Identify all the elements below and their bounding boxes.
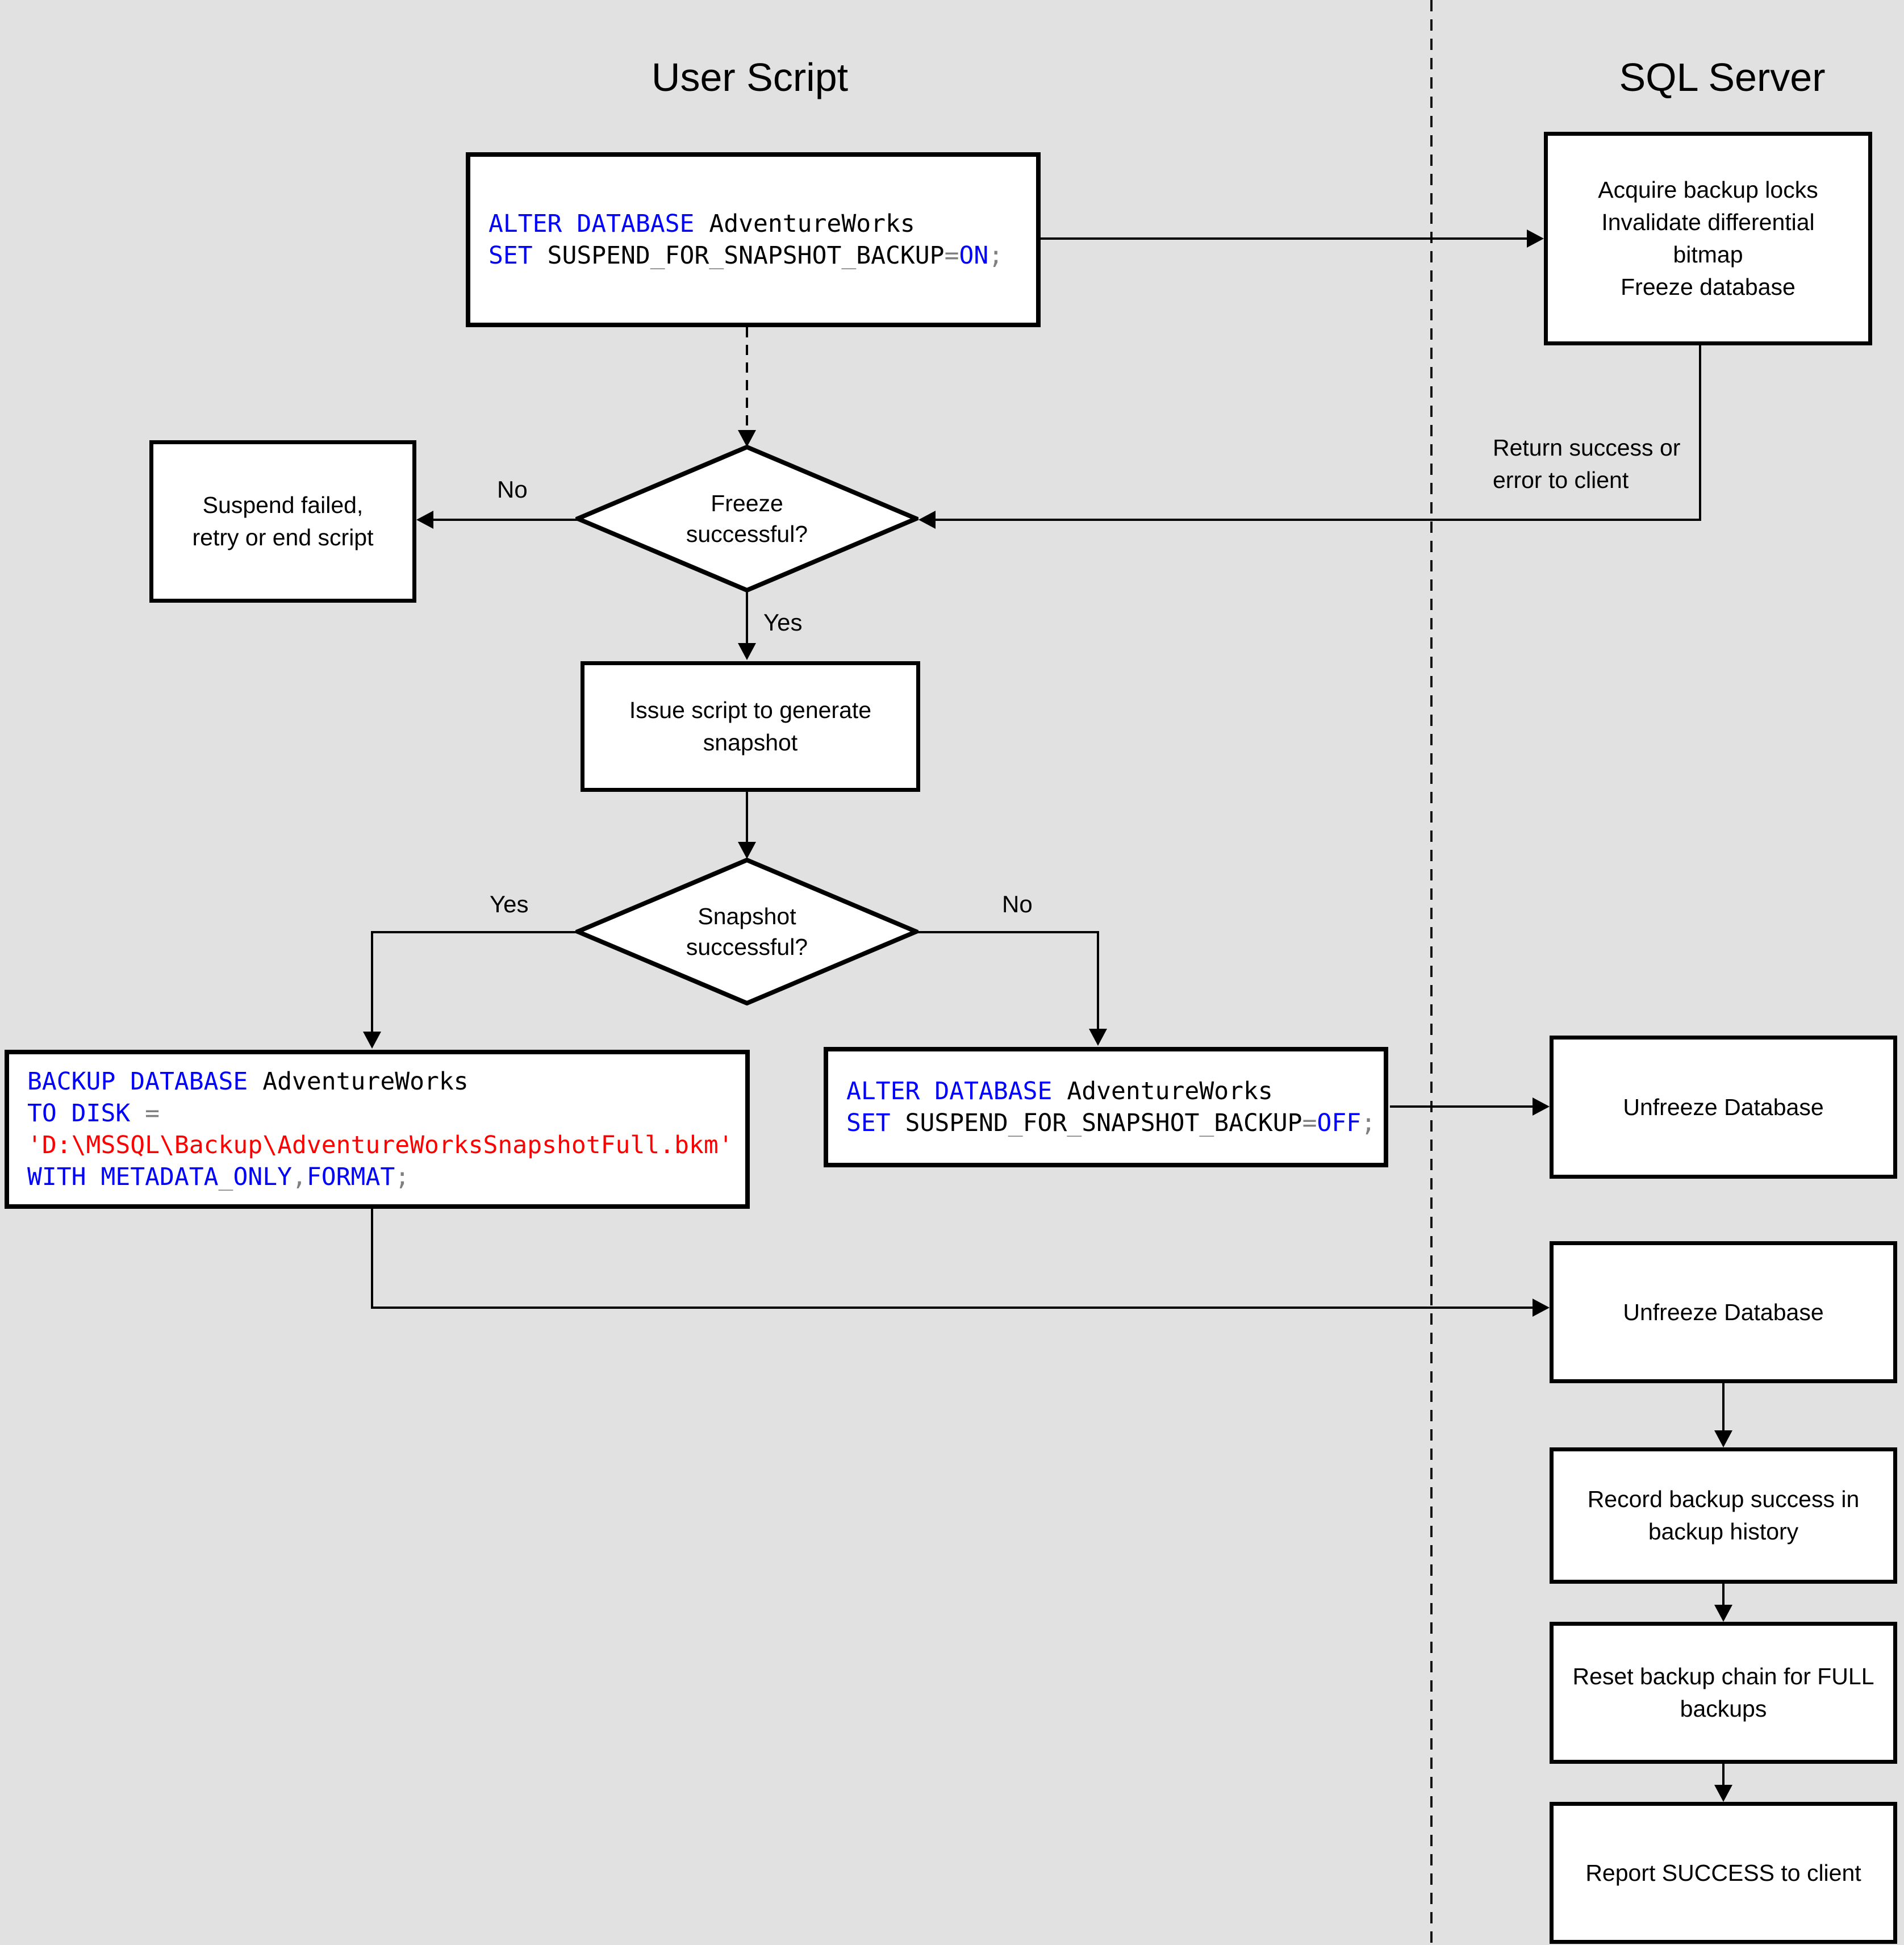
code-line: SET SUSPEND_FOR_SNAPSHOT_BACKUP=ON; <box>488 241 1004 270</box>
connector-snapshot-yes-vertical-line <box>371 931 373 1032</box>
arrowhead-left-icon <box>918 511 936 529</box>
connector-freeze-no-line <box>433 519 578 521</box>
connector-alter-on-to-freeze-dashed-line <box>746 327 748 427</box>
label-line: error to client <box>1493 467 1629 493</box>
connector-acquire-to-freeze-horizontal-line <box>936 519 1701 521</box>
unfreeze-database-box-2: Unfreeze Database <box>1550 1241 1897 1383</box>
connector-acquire-to-freeze-vertical-line <box>1699 345 1701 521</box>
suspend-failed-retry-box: Suspend failed, retry or end script <box>149 440 416 603</box>
backup-database-metadata-only-code-box: BACKUP DATABASE AdventureWorks TO DISK =… <box>5 1050 750 1209</box>
connector-freeze-yes-line <box>746 591 748 643</box>
lane-separator-dashed-line <box>1430 0 1433 1945</box>
arrowhead-down-icon <box>1714 1605 1732 1622</box>
freeze-successful-decision: Freeze successful? <box>575 445 918 592</box>
snapshot-successful-decision: Snapshot successful? <box>575 858 918 1005</box>
box-text-line: bitmap <box>1673 241 1743 268</box>
arrowhead-right-icon <box>1533 1097 1550 1116</box>
decision-text-line: Freeze <box>711 490 783 516</box>
reset-backup-chain-box: Reset backup chain for FULL backups <box>1550 1622 1897 1764</box>
label-line: Return success or <box>1493 435 1681 461</box>
arrowhead-down-icon <box>738 430 756 447</box>
arrowhead-left-icon <box>416 511 433 529</box>
decision-diamond-shape <box>575 445 918 592</box>
decision-text: Freeze successful? <box>575 445 918 592</box>
issue-script-generate-snapshot-box: Issue script to generate snapshot <box>581 661 920 792</box>
box-text-line: Report SUCCESS to client <box>1585 1859 1861 1886</box>
box-text-line: Issue script to generate <box>629 697 872 723</box>
connector-snapshot-no-vertical-line <box>1097 931 1099 1029</box>
decision-text-line: successful? <box>686 521 808 547</box>
arrowhead-down-icon <box>1089 1029 1107 1046</box>
alter-database-suspend-off-code-box: ALTER DATABASE AdventureWorks SET SUSPEN… <box>824 1047 1388 1167</box>
code-line: 'D:\MSSQL\Backup\AdventureWorksSnapshotF… <box>27 1131 733 1159</box>
box-text-line: snapshot <box>703 729 798 756</box>
box-text-line: backup history <box>1648 1518 1799 1545</box>
box-text-line: Reset backup chain for FULL <box>1572 1663 1874 1689</box>
code-line: SET SUSPEND_FOR_SNAPSHOT_BACKUP=OFF; <box>846 1109 1376 1137</box>
connector-snapshot-no-horizontal-line <box>916 931 1099 933</box>
box-text-line: Unfreeze Database <box>1623 1299 1824 1325</box>
alter-database-suspend-on-code-box: ALTER DATABASE AdventureWorks SET SUSPEN… <box>466 152 1041 327</box>
connector-reset-to-report-line <box>1722 1764 1725 1786</box>
edge-label-freeze-no: No <box>497 476 528 503</box>
edge-label-snapshot-no: No <box>1002 891 1033 917</box>
box-text-line: Unfreeze Database <box>1623 1093 1824 1120</box>
connector-alter-on-to-acquire-line <box>1041 237 1528 240</box>
acquire-backup-locks-box: Acquire backup locks Invalidate differen… <box>1544 132 1872 345</box>
arrowhead-down-icon <box>1714 1430 1732 1447</box>
arrowhead-down-icon <box>1714 1785 1732 1802</box>
edge-label-snapshot-yes: Yes <box>490 891 529 917</box>
connector-backup-to-unfreeze2-vertical-line <box>371 1208 373 1309</box>
code-line: WITH METADATA_ONLY,FORMAT; <box>27 1163 410 1191</box>
code-line: ALTER DATABASE AdventureWorks <box>846 1077 1273 1105</box>
code-line: BACKUP DATABASE AdventureWorks <box>27 1067 469 1096</box>
connector-issue-to-snapshot-line <box>746 792 748 842</box>
connector-unfreeze2-to-record-line <box>1722 1383 1725 1431</box>
decision-text-line: successful? <box>686 934 808 960</box>
return-success-or-error-label: Return success or error to client <box>1493 432 1680 496</box>
unfreeze-database-box-1: Unfreeze Database <box>1550 1036 1897 1179</box>
box-text-line: Freeze database <box>1621 274 1796 300</box>
arrowhead-down-icon <box>738 842 756 859</box>
arrowhead-down-icon <box>363 1032 381 1049</box>
arrowhead-right-icon <box>1527 229 1544 248</box>
box-text-line: Suspend failed, <box>202 492 364 518</box>
lane-title-sql-server: SQL Server <box>1619 55 1826 99</box>
decision-text: Snapshot successful? <box>575 858 918 1005</box>
edge-label-freeze-yes: Yes <box>763 609 803 636</box>
arrowhead-right-icon <box>1533 1299 1550 1317</box>
box-text-line: Acquire backup locks <box>1598 177 1818 203</box>
decision-diamond-shape <box>575 858 918 1005</box>
box-text-line: backups <box>1680 1696 1767 1722</box>
decision-text-line: Snapshot <box>698 903 796 929</box>
code-line: TO DISK = <box>27 1099 160 1128</box>
arrowhead-down-icon <box>738 643 756 660</box>
connector-backup-to-unfreeze2-horizontal-line <box>371 1307 1533 1309</box>
code-line: ALTER DATABASE AdventureWorks <box>488 210 915 238</box>
record-backup-success-box: Record backup success in backup history <box>1550 1447 1897 1584</box>
box-text-line: Invalidate differential <box>1601 209 1815 235</box>
connector-snapshot-yes-horizontal-line <box>372 931 578 933</box>
connector-alter-off-to-unfreeze1-line <box>1390 1105 1533 1108</box>
connector-record-to-reset-line <box>1722 1584 1725 1606</box>
box-text-line: Record backup success in <box>1587 1486 1860 1512</box>
lane-title-user-script: User Script <box>651 55 849 99</box>
box-text-line: retry or end script <box>192 524 374 550</box>
report-success-box: Report SUCCESS to client <box>1550 1802 1897 1944</box>
